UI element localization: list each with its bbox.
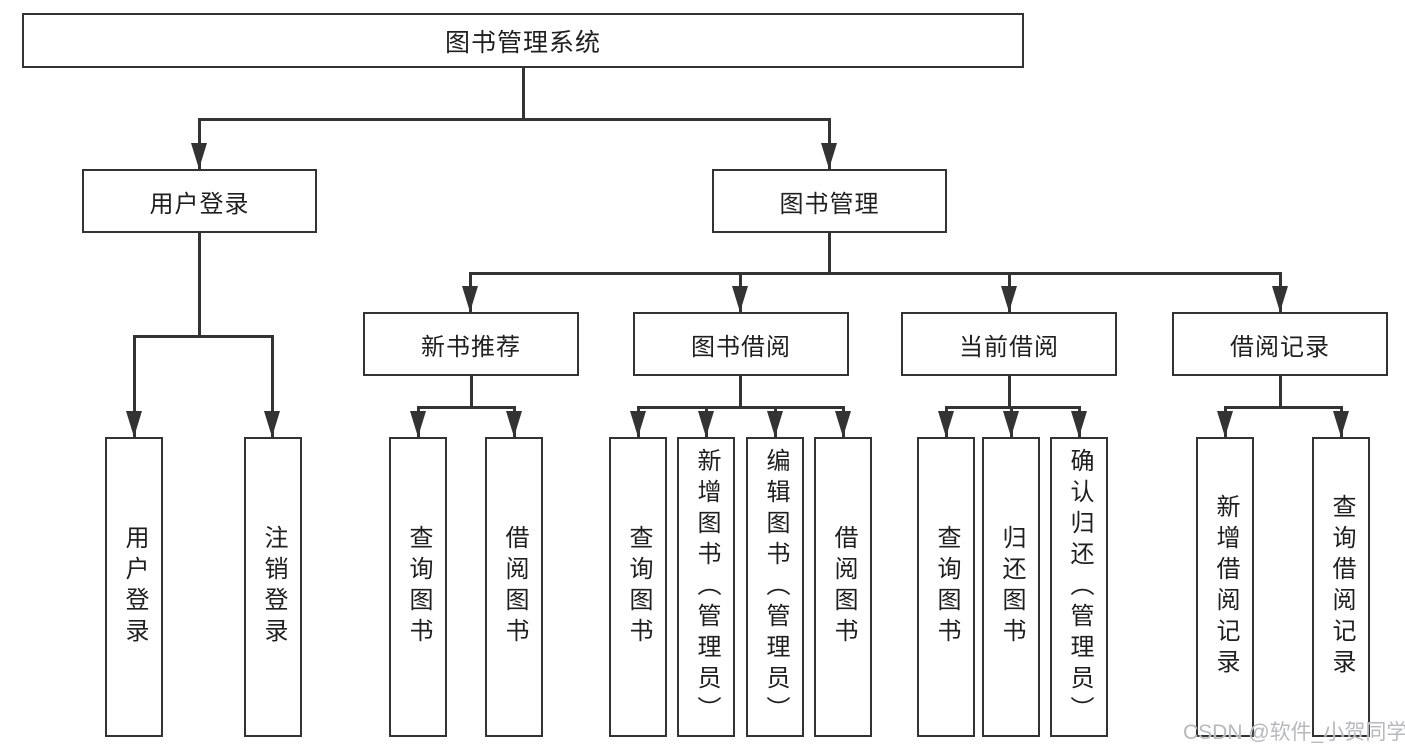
leaf-borrow-books-2: 借阅图书 (814, 437, 872, 737)
node-current-borrowing-label: 当前借阅 (959, 333, 1059, 361)
connector-book-management-stem (828, 233, 831, 273)
arrow-down-icon (1272, 286, 1288, 312)
leaf-add-borrow-record-label: 新增借阅记录 (1212, 494, 1239, 680)
arrow-down-icon (698, 411, 714, 437)
arrow-down-icon (126, 411, 142, 437)
arrow-down-icon (462, 286, 478, 312)
connector-new-book-bus (417, 406, 515, 409)
leaf-query-books-2-label: 查询图书 (625, 525, 652, 649)
node-root: 图书管理系统 (22, 13, 1024, 68)
arrow-down-icon (1333, 411, 1349, 437)
connector-drop-leaf-user-login (133, 335, 136, 437)
connector-drop-leaf-logout (271, 335, 274, 437)
arrow-down-icon (732, 286, 748, 312)
leaf-user-login-label: 用户登录 (121, 525, 148, 649)
arrow-down-icon (410, 411, 426, 437)
leaf-logout: 注销登录 (244, 437, 302, 737)
arrow-down-icon (264, 411, 280, 437)
connector-book-borrowing-stem (739, 376, 742, 407)
connector-current-borrowing-stem (1008, 376, 1011, 407)
leaf-query-books-1: 查询图书 (389, 437, 447, 737)
node-current-borrowing: 当前借阅 (901, 312, 1117, 376)
node-borrowing-records-label: 借阅记录 (1230, 333, 1330, 361)
leaf-add-borrow-record: 新增借阅记录 (1196, 437, 1254, 737)
connector-borrowing-records-bus (1224, 406, 1342, 409)
arrow-down-icon (630, 411, 646, 437)
connector-user-login-bus (133, 335, 273, 338)
arrow-down-icon (938, 411, 954, 437)
leaf-confirm-return-admin: 确认归还（管理员） (1050, 437, 1108, 737)
node-book-management-label: 图书管理 (779, 190, 880, 218)
leaf-confirm-return-admin-label: 确认归还（管理员） (1066, 447, 1093, 727)
leaf-borrow-books-1: 借阅图书 (485, 437, 543, 737)
connector-book-borrowing-bus (637, 406, 843, 409)
arrow-down-icon (1071, 411, 1087, 437)
connector-root-stem (522, 68, 525, 120)
leaf-query-books-3-label: 查询图书 (933, 525, 960, 649)
arrow-down-icon (767, 411, 783, 437)
leaf-borrow-books-2-label: 借阅图书 (830, 525, 857, 649)
node-user-login: 用户登录 (82, 169, 317, 233)
leaf-return-book: 归还图书 (982, 437, 1040, 737)
connector-user-login-stem (198, 233, 201, 336)
leaf-query-books-1-label: 查询图书 (405, 525, 432, 649)
arrow-down-icon (506, 411, 522, 437)
watermark: CSDN @软件_小贺同学 (1183, 721, 1405, 744)
arrow-down-icon (1003, 411, 1019, 437)
leaf-query-books-2: 查询图书 (609, 437, 667, 737)
leaf-return-book-label: 归还图书 (998, 525, 1025, 649)
node-new-book-recommendation: 新书推荐 (363, 312, 579, 376)
leaf-add-book-admin-label: 新增图书（管理员） (693, 447, 720, 727)
leaf-query-borrow-record-label: 查询借阅记录 (1328, 494, 1355, 680)
node-user-login-label: 用户登录 (149, 190, 250, 218)
leaf-logout-label: 注销登录 (260, 525, 287, 649)
leaf-add-book-admin: 新增图书（管理员） (677, 437, 735, 737)
node-root-label: 图书管理系统 (444, 28, 601, 57)
node-book-borrowing: 图书借阅 (633, 312, 849, 376)
node-borrowing-records: 借阅记录 (1172, 312, 1388, 376)
leaf-borrow-books-1-label: 借阅图书 (501, 525, 528, 649)
leaf-query-books-3: 查询图书 (917, 437, 975, 737)
arrow-down-icon (835, 411, 851, 437)
leaf-query-borrow-record: 查询借阅记录 (1312, 437, 1370, 737)
leaf-edit-book-admin-label: 编辑图书（管理员） (762, 447, 789, 727)
leaf-user-login: 用户登录 (105, 437, 163, 737)
node-new-book-recommendation-label: 新书推荐 (421, 333, 521, 361)
arrow-down-icon (1217, 411, 1233, 437)
arrow-down-icon (1001, 286, 1017, 312)
connector-current-borrowing-bus (945, 406, 1080, 409)
arrow-down-icon (821, 143, 837, 169)
connector-level3-bus (470, 272, 1281, 275)
connector-level2-bus (198, 118, 830, 121)
connector-new-book-stem (470, 376, 473, 407)
node-book-borrowing-label: 图书借阅 (691, 333, 791, 361)
node-book-management: 图书管理 (712, 169, 947, 233)
connector-borrowing-records-stem (1279, 376, 1282, 407)
leaf-edit-book-admin: 编辑图书（管理员） (746, 437, 804, 737)
arrow-down-icon (191, 143, 207, 169)
